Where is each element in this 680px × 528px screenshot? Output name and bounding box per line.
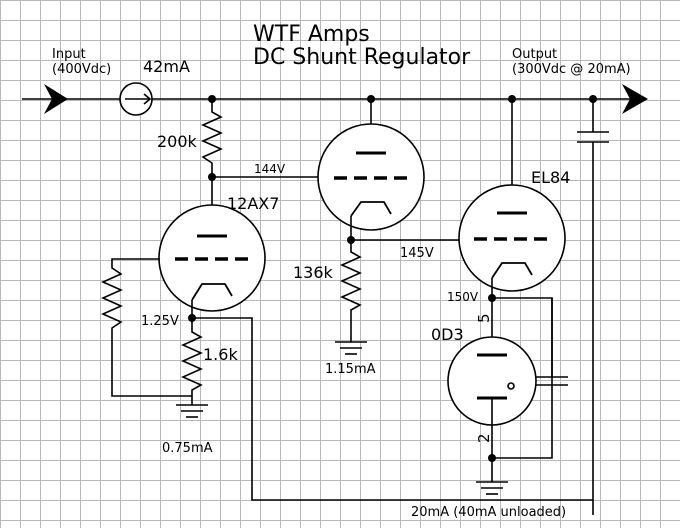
output-spec: (300Vdc @ 20mA): [512, 62, 631, 77]
output-arrow: [152, 84, 648, 114]
pin-5-label: 5: [475, 313, 493, 323]
output-label: Output: [512, 47, 557, 62]
capacitor-0d3: [536, 298, 568, 386]
ground-0d3: [476, 481, 508, 495]
ground-12ax7: [176, 404, 208, 418]
wire-cathode-loop: [192, 317, 593, 501]
resistor-grid-feedback: [101, 258, 192, 397]
input-voltage: (400Vdc): [52, 62, 111, 77]
label-1-15ma: 1.15mA: [325, 362, 376, 377]
ground-bias: [335, 341, 367, 355]
label-0d3: 0D3: [431, 325, 464, 344]
tube-el84: [458, 99, 566, 298]
label-0-75ma: 0.75mA: [162, 441, 213, 456]
label-1-25v: 1.25V: [141, 314, 179, 329]
tube-middle: [317, 99, 425, 240]
input-label: Input: [52, 47, 86, 62]
title-line1: WTF Amps: [253, 22, 370, 47]
resistor-1-6k: [181, 318, 203, 405]
current-meter-symbol: [119, 82, 153, 116]
title-line2: DC Shunt Regulator: [253, 45, 471, 70]
junction-dots: [188, 95, 597, 462]
pin-2-label: 2: [475, 433, 493, 443]
label-144v: 144V: [254, 162, 286, 176]
tube-12ax7: [158, 204, 266, 318]
label-200k: 200k: [157, 132, 198, 151]
resistor-200k: [201, 99, 223, 236]
label-1-6k: 1.6k: [203, 345, 238, 364]
tube-0d3: [447, 298, 537, 482]
label-12ax7: 12AX7: [227, 194, 279, 213]
label-150v: 150V: [447, 290, 479, 304]
input-arrow: [22, 84, 120, 114]
label-rail-current: 20mA (40mA unloaded): [411, 505, 566, 520]
wire-el84-bypass: [492, 297, 553, 459]
label-136k: 136k: [293, 263, 334, 282]
output-capacitor: [577, 99, 609, 515]
label-el84: EL84: [531, 168, 570, 187]
input-current: 42mA: [143, 57, 190, 76]
resistor-136k: [340, 240, 362, 342]
label-145v: 145V: [400, 246, 434, 261]
